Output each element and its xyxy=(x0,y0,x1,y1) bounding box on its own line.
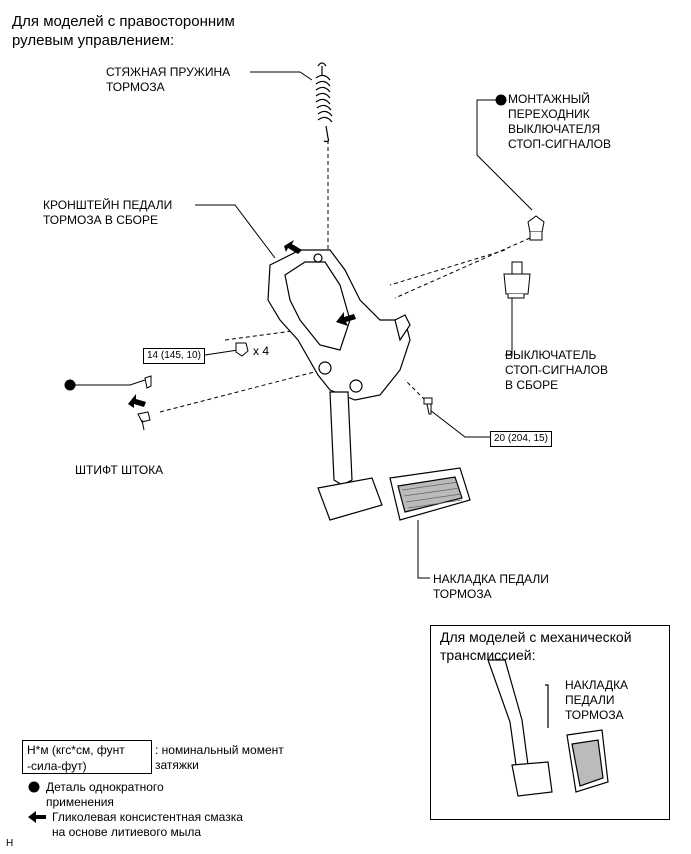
label-adapter-line-2: ПЕРЕХОДНИК xyxy=(508,107,590,121)
legend-grease: Гликолевая консистентная смазка на основ… xyxy=(52,810,243,840)
legend-unit-line-2: -сила-фут) xyxy=(27,759,87,773)
bolt-drawing xyxy=(423,397,433,415)
inset-label-pad-line-2: ПЕДАЛИ xyxy=(565,693,615,707)
spring-drawing xyxy=(315,62,333,143)
inset-manual-transmission xyxy=(430,625,670,820)
dash-switch xyxy=(389,249,506,286)
pedal-arm-drawing xyxy=(317,391,383,521)
inset-label-pad-line-3: ТОРМОЗА xyxy=(565,708,624,722)
label-spring-line-2: ТОРМОЗА xyxy=(106,80,165,94)
dash-adapter xyxy=(394,237,531,299)
legend-nonreuse-line-2: применения xyxy=(46,795,114,809)
nonreuse-dot-adapter xyxy=(495,94,507,106)
leader-spring xyxy=(250,71,313,81)
dash-pin xyxy=(159,367,331,413)
pin-drawing xyxy=(137,375,152,431)
title-line-2: рулевым управлением: xyxy=(12,32,175,49)
label-pad-line-2: ТОРМОЗА xyxy=(433,587,492,601)
nut-drawing xyxy=(235,342,249,357)
label-switch: ВЫКЛЮЧАТЕЛЬ СТОП-СИГНАЛОВ В СБОРЕ xyxy=(505,348,608,393)
label-bracket-line-2: ТОРМОЗА В СБОРЕ xyxy=(43,213,158,227)
label-spring-line-1: СТЯЖНАЯ ПРУЖИНА xyxy=(106,65,231,79)
dash-bolt xyxy=(224,329,301,341)
torque-label-20: 20 (204, 15) xyxy=(490,431,552,447)
legend-unit-box: Н*м (кгс*см, фунт -сила-фут) xyxy=(22,740,152,774)
page-title: Для моделей с правосторонним рулевым упр… xyxy=(12,12,235,50)
switch-drawing xyxy=(503,261,531,299)
leader-adapter xyxy=(476,99,533,211)
label-pad-line-1: НАКЛАДКА ПЕДАЛИ xyxy=(433,572,549,586)
corner-code: H xyxy=(6,838,14,849)
legend-unit-desc: : номинальный момент затяжки xyxy=(155,743,284,773)
inset-title-line-1: Для моделей с механической xyxy=(440,629,632,645)
leader-pin xyxy=(70,379,146,386)
adapter-drawing xyxy=(527,215,545,241)
grease-arrows xyxy=(128,240,356,408)
label-spring: СТЯЖНАЯ ПРУЖИНА ТОРМОЗА xyxy=(106,65,230,95)
torque-label-14: 14 (145, 10) xyxy=(143,348,205,364)
nonreuse-dot-pin xyxy=(64,379,76,391)
inset-label-pad: НАКЛАДКА ПЕДАЛИ ТОРМОЗА xyxy=(565,678,628,723)
legend-unit-line-1: Н*м (кгс*см, фунт xyxy=(27,743,125,757)
legend-unit-desc-line-1: : номинальный момент xyxy=(155,743,284,757)
legend-grease-line-2: на основе литиевого мыла xyxy=(52,825,202,839)
pedal-pad-drawing xyxy=(389,467,471,521)
legend-grease-line-1: Гликолевая консистентная смазка xyxy=(52,810,243,824)
legend-arrow-icon xyxy=(28,811,46,823)
label-adapter-line-3: ВЫКЛЮЧАТЕЛЯ xyxy=(508,122,601,136)
label-bracket-line-1: КРОНШТЕЙН ПЕДАЛИ xyxy=(43,198,173,212)
label-pad: НАКЛАДКА ПЕДАЛИ ТОРМОЗА xyxy=(433,572,549,602)
dash-bolt2 xyxy=(404,379,426,401)
label-switch-line-1: ВЫКЛЮЧАТЕЛЬ xyxy=(505,348,597,362)
legend-dot-icon xyxy=(28,781,40,793)
label-switch-line-2: СТОП-СИГНАЛОВ xyxy=(505,363,608,377)
leader-bracket xyxy=(195,204,276,259)
leader-torque1 xyxy=(204,349,239,356)
inset-pedal-drawing xyxy=(487,659,609,797)
label-adapter-line-4: СТОП-СИГНАЛОВ xyxy=(508,137,611,151)
label-adapter: МОНТАЖНЫЙ ПЕРЕХОДНИК ВЫКЛЮЧАТЕЛЯ СТОП-СИ… xyxy=(508,92,611,152)
inset-title-line-2: трансмиссией: xyxy=(440,647,536,663)
bracket-drawing xyxy=(267,249,411,401)
leader-torque2 xyxy=(429,409,490,438)
inset-label-pad-line-1: НАКЛАДКА xyxy=(565,678,629,692)
leader-pad xyxy=(417,520,430,579)
legend-nonreuse: Деталь однократного применения xyxy=(46,780,164,810)
label-pin: ШТИФТ ШТОКА xyxy=(75,463,164,477)
legend-unit-desc-line-2: затяжки xyxy=(155,758,199,772)
label-bracket: КРОНШТЕЙН ПЕДАЛИ ТОРМОЗА В СБОРЕ xyxy=(43,198,172,228)
inset-title: Для моделей с механической трансмиссией: xyxy=(440,628,632,664)
label-adapter-line-1: МОНТАЖНЫЙ xyxy=(508,92,590,106)
label-switch-line-3: В СБОРЕ xyxy=(505,378,559,392)
legend-nonreuse-line-1: Деталь однократного xyxy=(46,780,164,794)
count-label: x 4 xyxy=(253,344,270,358)
title-line-1: Для моделей с правосторонним xyxy=(12,13,235,30)
